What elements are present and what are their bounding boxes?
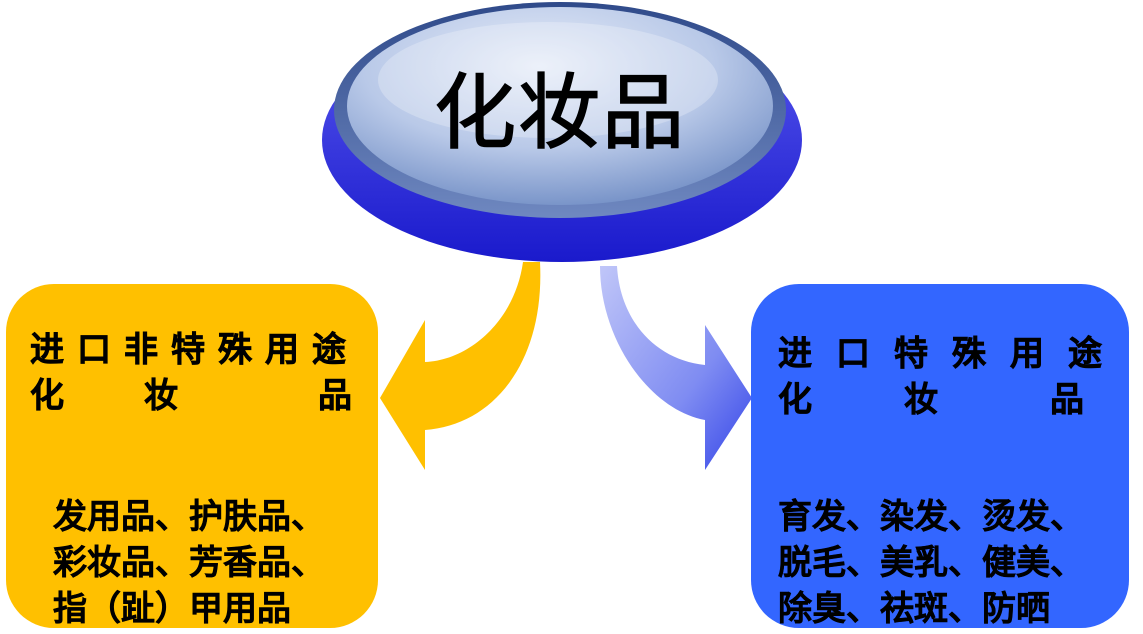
right-box-body-line: 育发、染发、烫发、 [778,497,1084,537]
left-box-body-line: 指（趾）甲用品 [53,589,291,629]
right-box-title-char: 化 [778,380,813,421]
right-box-title-char: 妆 [904,380,939,421]
right-box-title-line1: 进口特殊用途 [778,334,1126,375]
right-box-body-line: 除臭、祛斑、防晒 [778,589,1050,629]
right-category-box [751,284,1129,628]
right-box-body-line: 脱毛、美乳、健美、 [778,543,1084,583]
left-category-box [6,284,378,628]
left-arrow [380,262,541,470]
left-box-title-line1: 进口非特殊用途 [30,330,359,371]
right-box-title-char: 品 [1050,380,1085,421]
left-box-title-char: 化 [30,376,65,417]
left-box-body: 发用品、护肤品、 彩妆品、芳香品、 指（趾）甲用品 [53,494,325,632]
left-box-body-line: 彩妆品、芳香品、 [53,543,325,583]
left-box-title-char: 妆 [144,376,179,417]
root-title: 化妆品 [433,65,686,162]
left-box-title-char: 品 [318,376,353,417]
left-box-title-line2: 化 妆 品 [30,372,353,420]
right-arrow [600,266,752,470]
root-ellipse-top [347,7,773,205]
right-box-title-line2: 化 妆 品 [778,376,1085,424]
root-ellipse-highlight [378,22,718,138]
right-box-body: 育发、染发、烫发、 脱毛、美乳、健美、 除臭、祛斑、防晒 [778,494,1084,632]
left-box-body-line: 发用品、护肤品、 [53,497,325,537]
